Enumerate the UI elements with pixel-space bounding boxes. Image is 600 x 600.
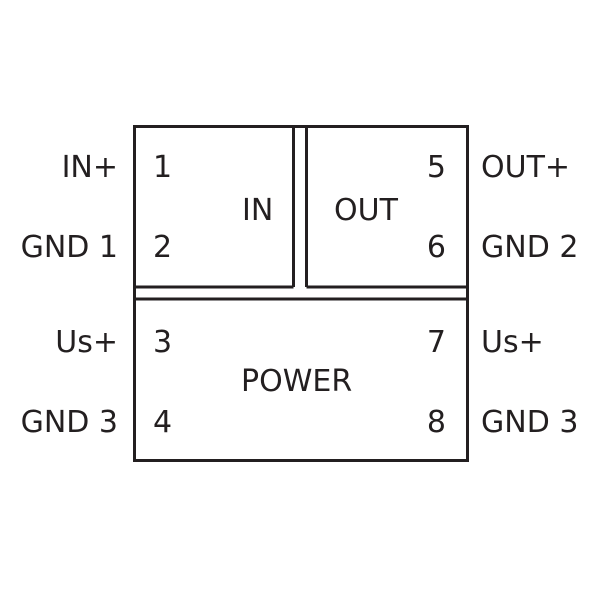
in-module-label: IN: [242, 193, 274, 228]
terminal-5-pin-number: 5: [426, 150, 446, 185]
terminal-2-signal-label: GND 1: [20, 230, 118, 265]
terminal-3-signal-label: Us+: [55, 325, 118, 360]
terminal-8-pin-number: 8: [426, 405, 446, 440]
terminal-4-pin-number: 4: [153, 405, 173, 440]
terminal-7-signal-label: Us+: [481, 325, 544, 360]
terminal-2-pin-number: 2: [153, 230, 173, 265]
power-module-label: POWER: [241, 364, 353, 399]
terminal-8-signal-label: GND 3: [481, 405, 579, 440]
out-module-label: OUT: [334, 193, 398, 228]
terminal-7-pin-number: 7: [426, 325, 446, 360]
terminal-4-signal-label: GND 3: [20, 405, 118, 440]
terminal-6-pin-number: 6: [426, 230, 446, 265]
housing-outline: [133, 125, 469, 462]
terminal-1-pin-number: 1: [153, 150, 173, 185]
terminal-1-signal-label: IN+: [61, 150, 118, 185]
terminal-6-signal-label: GND 2: [481, 230, 579, 265]
terminal-5-signal-label: OUT+: [481, 150, 571, 185]
terminal-3-pin-number: 3: [153, 325, 173, 360]
